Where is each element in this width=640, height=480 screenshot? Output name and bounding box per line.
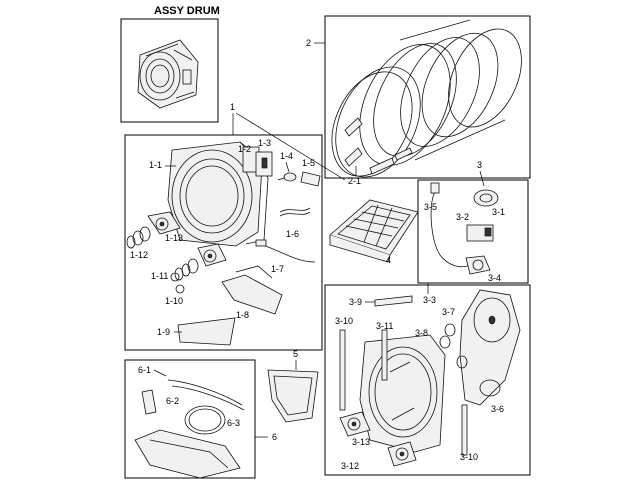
label-3-13: 3-13 xyxy=(352,437,370,447)
group-3-upper-box xyxy=(417,179,529,284)
label-3: 3 xyxy=(477,160,482,170)
group-2-drum: 2 2-1 xyxy=(306,15,531,186)
wire-harness-illustration xyxy=(255,207,316,263)
label-1-5: 1-5 xyxy=(302,158,315,168)
front-panel-illustration xyxy=(167,141,269,247)
label-3-7: 3-7 xyxy=(442,307,455,317)
assy-drum-illustration xyxy=(137,39,199,109)
label-1-2: 1-2 xyxy=(238,144,251,154)
filter-housing-illustration xyxy=(329,199,419,263)
label-4: 4 xyxy=(386,255,391,265)
label-1: 1 xyxy=(230,102,235,112)
label-1-4: 1-4 xyxy=(280,151,293,161)
label-6-1: 6-1 xyxy=(138,365,151,375)
blower-housing-illustration xyxy=(459,289,521,406)
label-1-6: 1-6 xyxy=(286,229,299,239)
label-1-10: 1-10 xyxy=(165,296,183,306)
group-1-box xyxy=(124,134,323,351)
group-3-lower-box xyxy=(324,284,531,476)
label-1-13: 1-13 xyxy=(165,233,183,243)
guide-parts-illustration xyxy=(177,265,283,346)
group-5-lint-filter: 5 xyxy=(267,349,319,423)
label-3-9: 3-9 xyxy=(349,297,362,307)
label-1-1: 1-1 xyxy=(149,160,162,170)
label-3-3: 3-3 xyxy=(423,295,436,305)
label-3-1: 3-1 xyxy=(492,207,505,217)
label-1-3: 1-3 xyxy=(258,138,271,148)
group-4-filter: 4 xyxy=(329,199,419,265)
label-6: 6 xyxy=(272,432,277,442)
bearing-right-illustration xyxy=(174,243,227,281)
label-3-5: 3-5 xyxy=(424,202,437,212)
motor-parts-illustration xyxy=(430,182,499,275)
label-3-10-right: 3-10 xyxy=(460,452,478,462)
group-1-front: 1 xyxy=(124,102,346,351)
sensor-parts-illustration xyxy=(277,171,321,187)
group-3-rear: 3 3-1 3-2 3-3 3-4 3-5 xyxy=(324,160,531,476)
group-6-duct: 6 6-1 6-2 6-3 xyxy=(124,359,277,479)
assy-drum-title: ASSY DRUM xyxy=(154,5,220,17)
assy-drum-box xyxy=(120,18,219,123)
label-1-7: 1-7 xyxy=(271,264,284,274)
door-switch-illustration xyxy=(242,146,273,177)
drum-lifters-illustration xyxy=(344,117,413,175)
group-2-box xyxy=(324,15,531,179)
assy-drum-inset: ASSY DRUM xyxy=(120,5,220,123)
label-1-9: 1-9 xyxy=(157,327,170,337)
label-1-11: 1-11 xyxy=(151,271,168,281)
label-3-11: 3-11 xyxy=(376,321,393,331)
bearing-left-illustration xyxy=(126,211,181,249)
label-1-8: 1-8 xyxy=(236,310,249,320)
label-6-2: 6-2 xyxy=(166,396,179,406)
lint-filter-illustration xyxy=(267,369,319,423)
label-3-2: 3-2 xyxy=(456,212,469,222)
rear-panel-illustration xyxy=(359,334,446,453)
drum-illustration xyxy=(331,19,522,178)
label-2-1: 2-1 xyxy=(348,176,361,186)
group-6-box xyxy=(124,359,256,479)
label-3-4: 3-4 xyxy=(488,273,501,283)
rear-bearing-illustration xyxy=(339,323,468,467)
label-2: 2 xyxy=(306,38,311,48)
label-6-3: 6-3 xyxy=(227,418,240,428)
label-3-6: 3-6 xyxy=(491,404,504,414)
label-3-12: 3-12 xyxy=(341,461,359,471)
label-3-8: 3-8 xyxy=(415,328,428,338)
duct-strips-illustration xyxy=(339,295,468,456)
label-3-10-left: 3-10 xyxy=(335,316,353,326)
label-1-12: 1-12 xyxy=(130,250,148,260)
duct-illustration xyxy=(134,379,245,479)
label-5: 5 xyxy=(293,349,298,359)
